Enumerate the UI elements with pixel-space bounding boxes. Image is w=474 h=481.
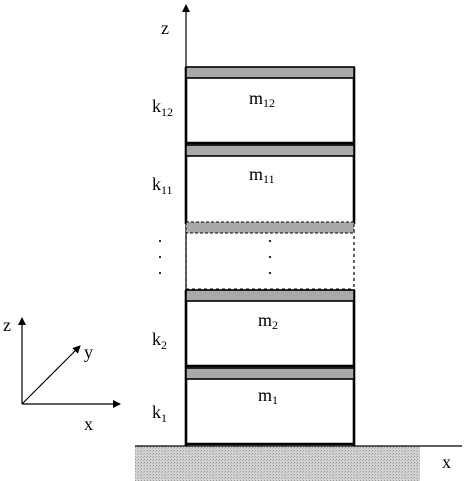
spring-label-11: k11: [152, 174, 173, 197]
slab-1: [185, 367, 355, 380]
spring-label-2: k2: [152, 329, 167, 352]
ellipsis-dot-center-1: ·: [267, 231, 273, 251]
x-axis-label: x: [442, 452, 451, 472]
ellipsis-dot-center-2: ·: [267, 247, 273, 267]
slab-12: [185, 66, 355, 79]
ellipsis-dot-center-3: ·: [267, 263, 273, 283]
slab-2: [185, 289, 355, 302]
mass-label-12: m12: [249, 88, 275, 110]
mass-label-1: m1: [258, 385, 278, 407]
ellipsis-dot-left-2: ·: [157, 247, 163, 267]
ellipsis-dot-left-1: ·: [157, 231, 163, 251]
z-axis-label: z: [161, 18, 169, 38]
ground-block: [135, 446, 420, 481]
spring-label-1: k1: [152, 402, 167, 425]
inset-x-label: x: [84, 414, 93, 434]
mass-label-2: m2: [258, 310, 278, 332]
slab-11: [185, 144, 355, 157]
spring-label-12: k12: [152, 96, 173, 119]
inset-z-label: z: [3, 315, 11, 335]
ellipsis-dot-left-3: ·: [157, 263, 163, 283]
inset-y-label: y: [84, 342, 93, 362]
inset-y-axis: [21, 345, 81, 405]
slab-intermediate: [185, 221, 355, 234]
mass-label-11: m11: [249, 164, 275, 186]
